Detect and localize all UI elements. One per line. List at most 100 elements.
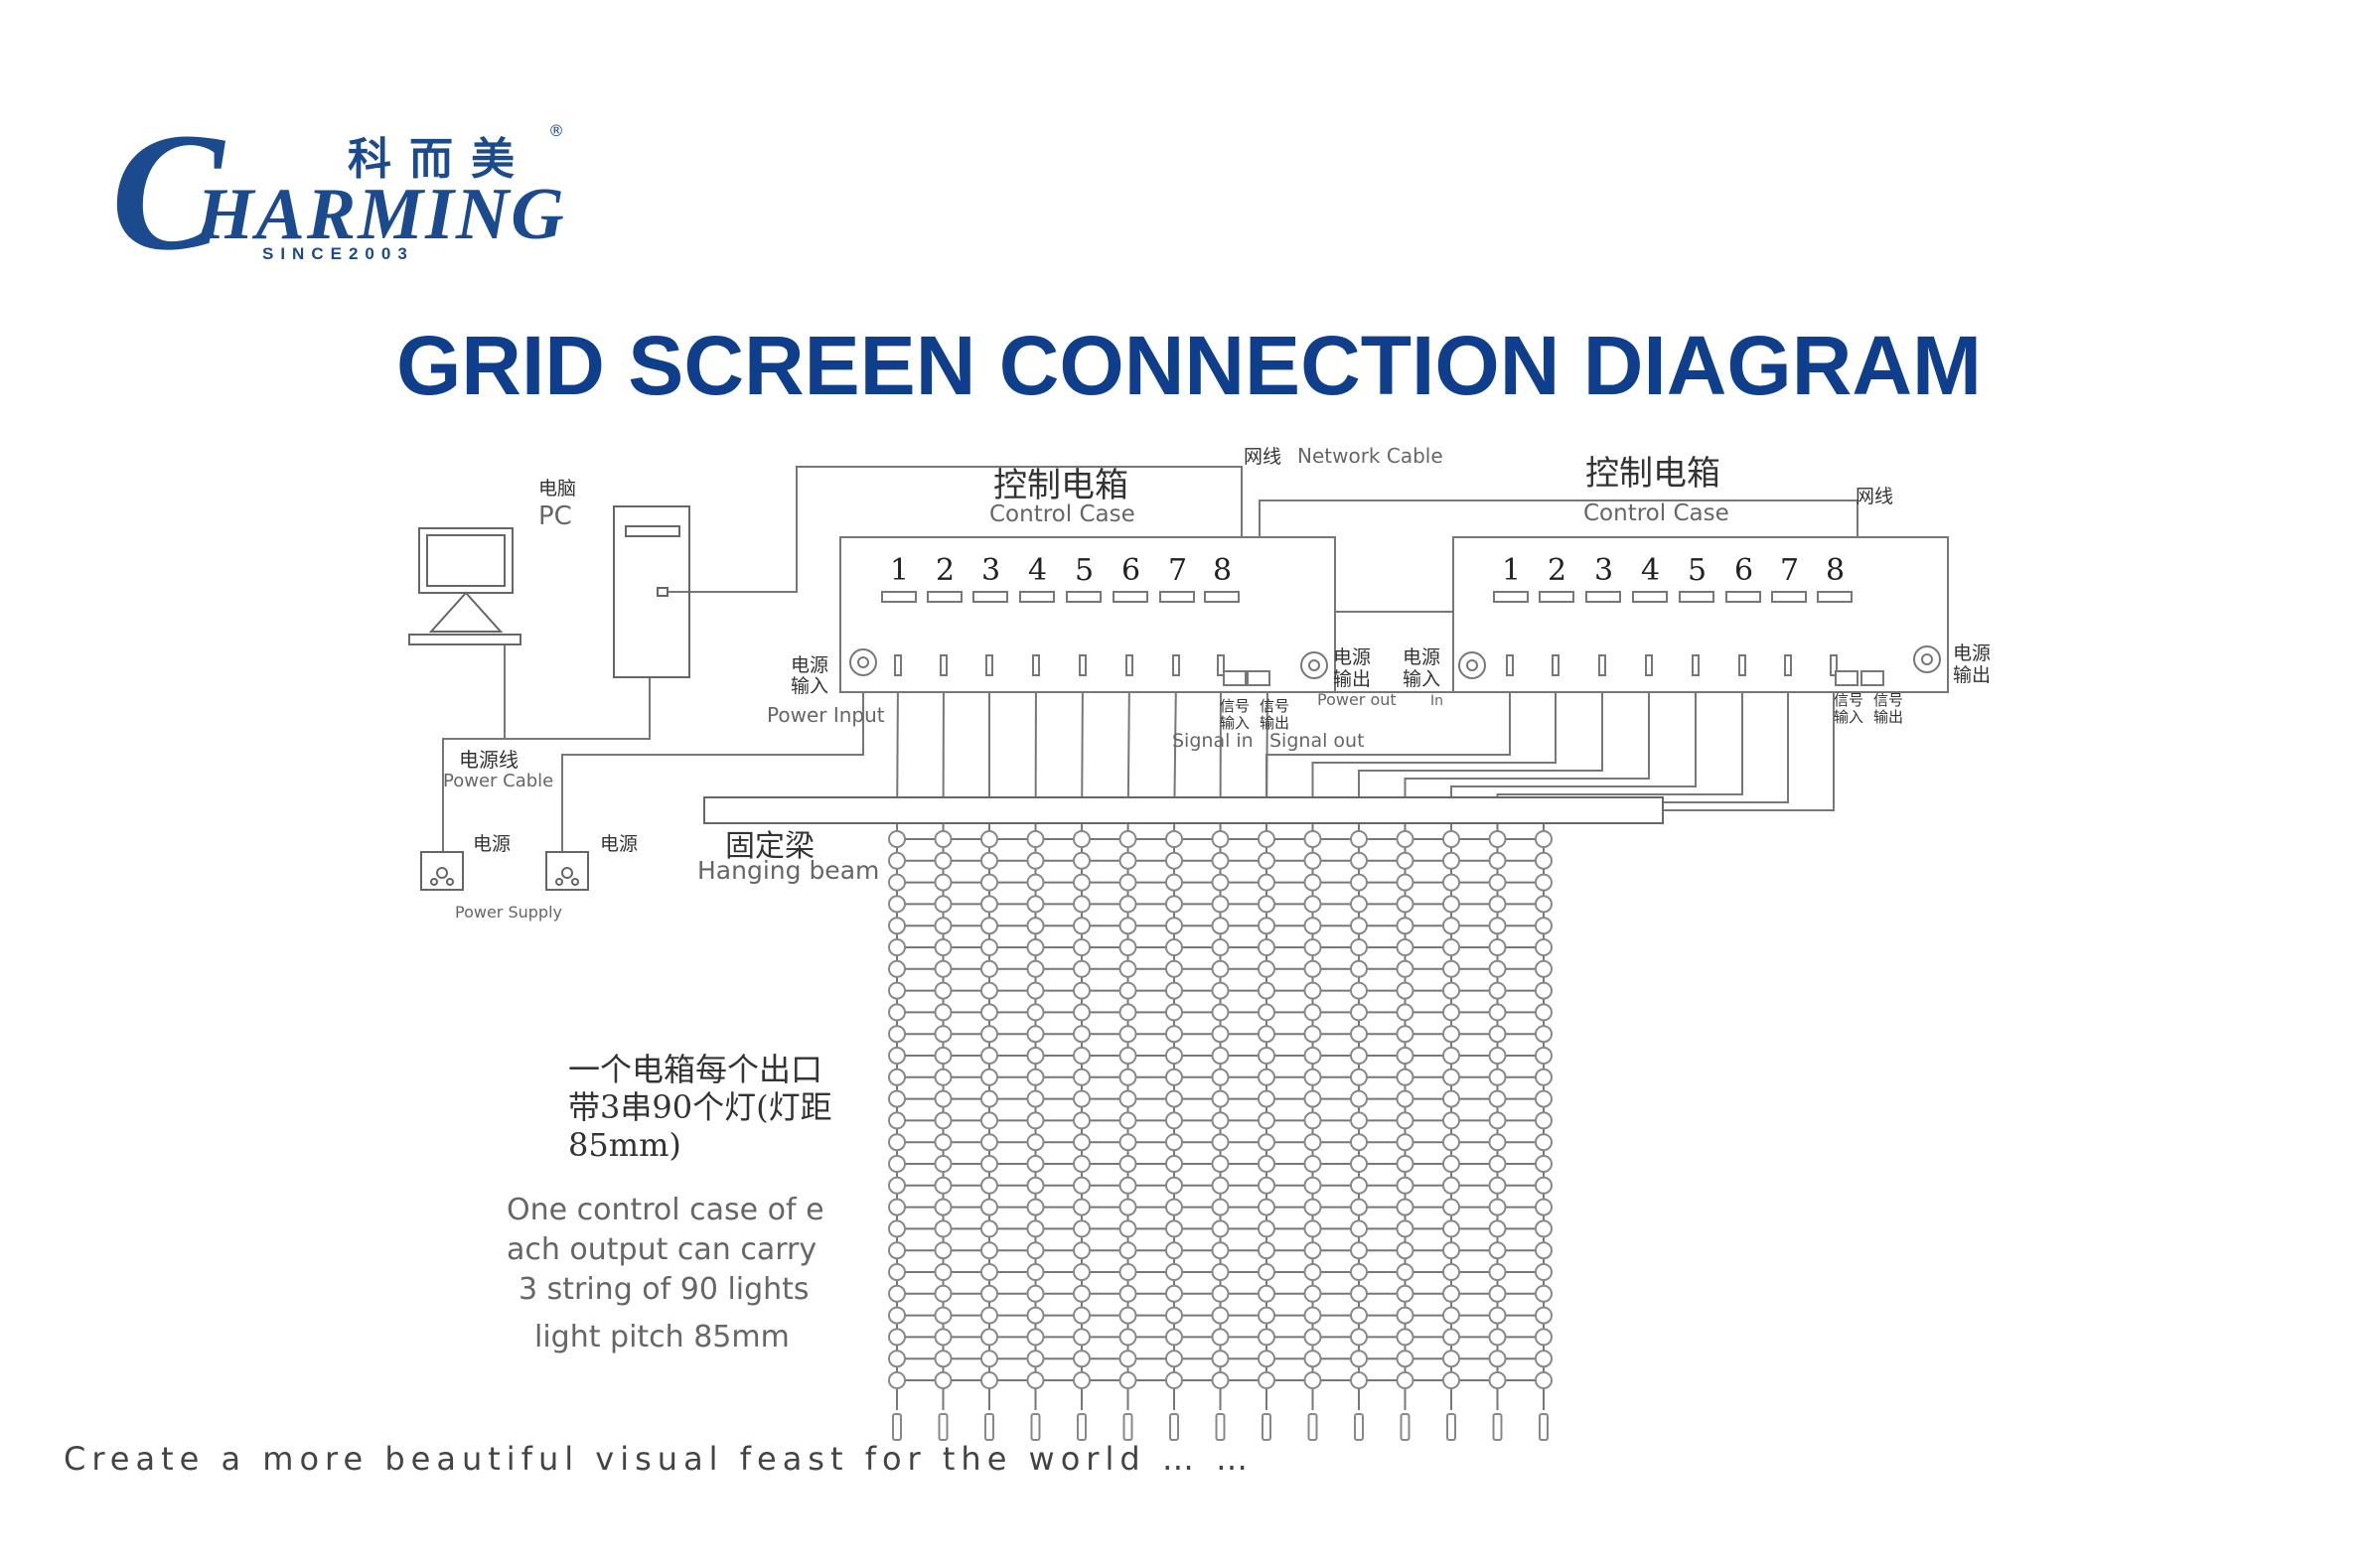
lamp-node [1258, 1068, 1275, 1086]
lamp-node [1535, 1350, 1553, 1368]
output-port [1632, 591, 1668, 603]
lamp-node [1026, 1306, 1045, 1325]
lamp-node [1350, 1068, 1368, 1086]
lamp-node [1026, 1047, 1045, 1065]
lamp-node [1073, 1350, 1091, 1368]
lamp-node [1535, 1155, 1553, 1173]
port-fuse [1552, 654, 1560, 676]
lamp-node [1488, 1155, 1507, 1173]
lamp-node [1258, 1089, 1275, 1108]
lamp-node [888, 1176, 906, 1195]
lamp-node [1073, 1003, 1091, 1022]
lamp-node [1211, 1003, 1230, 1022]
lamp-node [1258, 1155, 1275, 1173]
lamp-node [1211, 1241, 1230, 1260]
lamp-node [1535, 895, 1553, 914]
lamp-node [1165, 1089, 1183, 1108]
lamp-node [888, 1025, 906, 1044]
lamp-node [888, 1284, 906, 1303]
lamp-node [1488, 959, 1507, 978]
lamp-node [1442, 1068, 1460, 1086]
lamp-node [1026, 1155, 1045, 1173]
footer-slogan: Create a more beautiful visual feast for… [64, 1440, 1254, 1478]
lamp-node [1073, 1198, 1091, 1216]
lamp-node [1211, 981, 1230, 1000]
lamp-node [1258, 895, 1275, 914]
lamp-node [1303, 1003, 1322, 1022]
lamp-node [1303, 959, 1322, 978]
lamp-node [1350, 981, 1368, 1000]
signal-in-2-label-cn1: 信号 [1834, 691, 1863, 709]
power-out-2-label-cn1: 电源 [1953, 642, 1991, 664]
output-port [972, 591, 1008, 603]
lamp-node [1258, 1047, 1275, 1065]
note-cn-line-2: 带3串90个灯(灯距 [568, 1088, 832, 1126]
lamp-node [1303, 873, 1322, 892]
lamp-node [934, 1025, 953, 1044]
lamp-node [1211, 917, 1230, 935]
lamp-node [980, 1133, 998, 1152]
lamp-node [1258, 1111, 1275, 1130]
lamp-node [888, 830, 906, 848]
lamp-node [1442, 830, 1460, 848]
lamp-node [1396, 1350, 1414, 1368]
lamp-node [1211, 1155, 1230, 1173]
lamp-node [1442, 1176, 1460, 1195]
power-in-2-label-cn1: 电源 [1403, 646, 1440, 668]
control-case-2-label-en: Control Case [1583, 500, 1729, 526]
lamp-node [1073, 1025, 1091, 1044]
lamp-node [1488, 1263, 1507, 1281]
lamp-node [1535, 1219, 1553, 1238]
lamp-node [1535, 1176, 1553, 1195]
lamp-node [1118, 1371, 1137, 1389]
port-number-label: 4 [1641, 553, 1660, 588]
lamp-node [1211, 1025, 1230, 1044]
lamp-node [1211, 1176, 1230, 1195]
lamp-node [1535, 1198, 1553, 1216]
output-port [1066, 591, 1102, 603]
string-end-cap [1307, 1413, 1318, 1441]
lamp-node [1535, 1284, 1553, 1303]
power-input-label-cn1: 电源 [791, 654, 828, 676]
lamp-node [934, 895, 953, 914]
lamp-node [1073, 895, 1091, 914]
lamp-node [1396, 1371, 1414, 1389]
port-fuse [894, 654, 902, 676]
lamp-node [1165, 1306, 1183, 1325]
lamp-node [1350, 959, 1368, 978]
lamp-node [1396, 1003, 1414, 1022]
lamp-node [1535, 1371, 1553, 1389]
output-port [1539, 591, 1574, 603]
lamp-node [1026, 1176, 1045, 1195]
power-input-connector-core [857, 656, 869, 668]
note-cn-line-3: 85mm) [568, 1126, 681, 1164]
lamp-node [1026, 1068, 1045, 1086]
lamp-node [1073, 873, 1091, 892]
lamp-node [1442, 1263, 1460, 1281]
string-end-cap [1262, 1413, 1271, 1441]
control-case-1-label-en: Control Case [989, 501, 1135, 527]
lamp-node [1535, 938, 1553, 956]
lamp-node [934, 1176, 953, 1195]
hanging-beam [703, 796, 1664, 824]
lamp-node [1442, 981, 1460, 1000]
output-port [1771, 591, 1807, 603]
lamp-node [1303, 1241, 1322, 1260]
power-input-label-en: Power Input [767, 703, 885, 727]
lamp-node [1026, 938, 1045, 956]
lamp-node [1350, 1111, 1368, 1130]
string-end-cap [1539, 1413, 1549, 1441]
lamp-node [980, 830, 998, 848]
lamp-node [934, 851, 953, 870]
lamp-node [1396, 1176, 1414, 1195]
port-fuse [1830, 654, 1838, 676]
lamp-node [1258, 851, 1275, 870]
lamp-node [888, 1133, 906, 1152]
lamp-node [934, 1306, 953, 1325]
lamp-node [980, 895, 998, 914]
signal-out-label-en: Signal out [1269, 730, 1365, 752]
lamp-node [1073, 1111, 1091, 1130]
lamp-node [888, 959, 906, 978]
lamp-node [1396, 1284, 1414, 1303]
